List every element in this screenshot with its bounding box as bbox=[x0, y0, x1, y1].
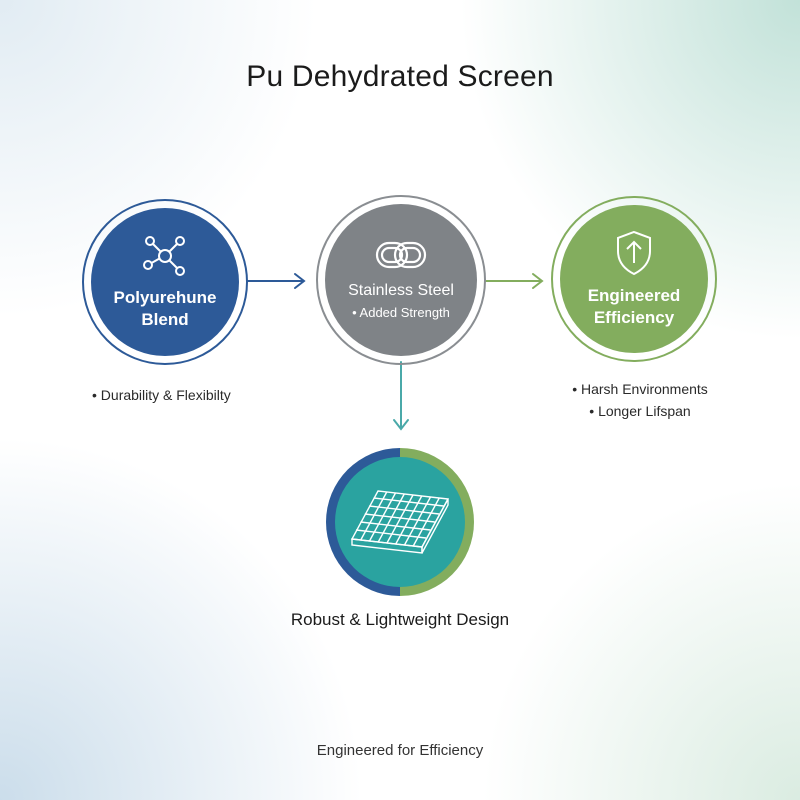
bullet-item: • Longer Lifspan bbox=[589, 403, 691, 419]
node-ring bbox=[316, 195, 486, 365]
node-disc: Engineered Efficiency bbox=[560, 205, 708, 353]
node-disc: Polyurehune Blend bbox=[91, 208, 239, 356]
node-engineered-efficiency: Engineered Efficiency bbox=[551, 196, 717, 362]
node-disc bbox=[335, 457, 465, 587]
node-ring bbox=[82, 199, 248, 365]
node-stainless-steel: Stainless Steel • Added Strength bbox=[316, 195, 486, 365]
efficiency-bullets: • Harsh Environments • Longer Lifspan bbox=[560, 378, 720, 422]
node-ring bbox=[551, 196, 717, 362]
molecule-network-icon bbox=[143, 236, 185, 276]
node-label: Polyurehune Blend bbox=[113, 288, 217, 329]
bullet-item: • Durability & Flexibilty bbox=[92, 387, 231, 403]
node-polyurethane-blend: Polyurehune Blend bbox=[82, 199, 248, 365]
node-disc: Stainless Steel • Added Strength bbox=[325, 204, 477, 356]
page-title: Pu Dehydrated Screen bbox=[246, 60, 554, 93]
arrow-steel-to-design bbox=[393, 361, 409, 431]
shield-up-arrow-icon bbox=[617, 230, 651, 276]
node-label: Stainless Steel bbox=[348, 282, 454, 299]
design-label: Robust & Lightweight Design bbox=[290, 610, 510, 629]
arrow-poly-to-steel bbox=[246, 273, 306, 289]
bullet-item: • Harsh Environments bbox=[572, 381, 708, 397]
footer-tagline: Engineered for Efficiency bbox=[316, 742, 484, 759]
node-sub-label: • Added Strength bbox=[352, 305, 450, 320]
polyurethane-bullets: • Durability & Flexibilty bbox=[92, 384, 231, 406]
mesh-screen-panel-icon bbox=[350, 490, 450, 554]
arrow-steel-to-efficiency bbox=[484, 273, 544, 289]
node-robust-design bbox=[326, 448, 474, 596]
interlocking-links-icon bbox=[375, 241, 427, 269]
node-label: Engineered Efficiency bbox=[587, 286, 681, 327]
